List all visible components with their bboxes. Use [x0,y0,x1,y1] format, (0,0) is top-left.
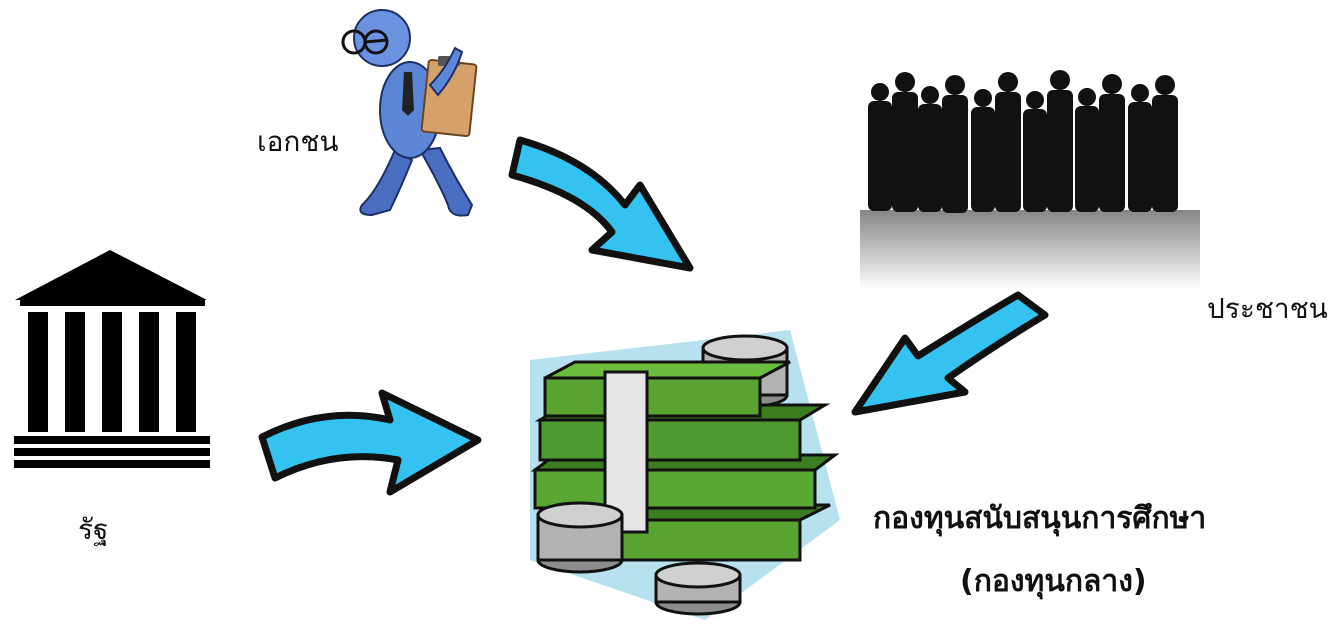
state-label: รัฐ [78,513,109,546]
curved-arrow-icon [258,389,482,496]
money-stack-icon [530,330,840,620]
fund-name-label: กองทุนสนับสนุนการศึกษา [873,501,1207,536]
people-label: ประชาชน [1207,292,1328,325]
curved-arrow-icon [851,291,1049,416]
government-building-icon [14,250,210,468]
private-sector-label: เอกชน [257,125,339,158]
businessman-with-clipboard-icon [341,9,478,217]
fund-alias-label: (กองทุนกลาง) [960,564,1147,599]
curved-arrow-icon [508,136,694,272]
crowd-silhouette-icon [860,70,1200,290]
